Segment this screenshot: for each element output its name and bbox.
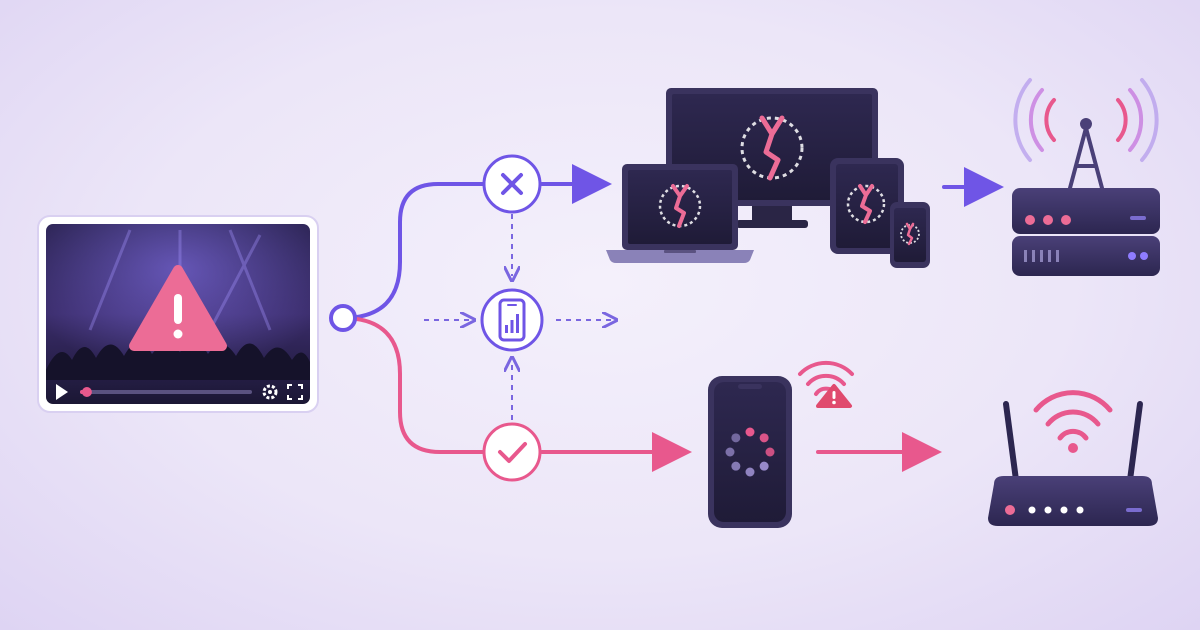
tablet-icon bbox=[830, 158, 904, 254]
success-node bbox=[482, 422, 542, 482]
wifi-icon bbox=[1033, 390, 1113, 453]
broken-spinner-icon bbox=[900, 222, 920, 246]
warning-icon bbox=[129, 265, 227, 351]
progress-handle[interactable] bbox=[81, 387, 92, 397]
desktop-devices bbox=[606, 88, 930, 268]
origin-node bbox=[329, 304, 357, 332]
broken-spinner-icon bbox=[740, 115, 804, 181]
mobile-node bbox=[480, 288, 544, 352]
spinner-dot bbox=[745, 427, 755, 437]
spinner-dot bbox=[731, 433, 741, 443]
play-icon[interactable] bbox=[56, 384, 68, 400]
gear-icon[interactable] bbox=[262, 384, 278, 400]
broken-spinner-icon bbox=[658, 184, 702, 228]
fullscreen-icon[interactable] bbox=[287, 384, 303, 400]
wifi-warning-icon bbox=[798, 360, 854, 408]
spinner-dot bbox=[731, 461, 741, 471]
spinner-dot bbox=[759, 461, 769, 471]
close-icon bbox=[501, 173, 523, 195]
check-icon bbox=[498, 442, 527, 463]
mobile-phone bbox=[708, 376, 792, 528]
spinner-dot bbox=[745, 467, 755, 477]
progress-track[interactable] bbox=[80, 390, 252, 394]
broken-spinner-icon bbox=[846, 184, 886, 224]
router-icon bbox=[988, 401, 1158, 526]
spinner-dot bbox=[725, 447, 735, 457]
router bbox=[988, 390, 1158, 526]
phone-signal-icon bbox=[498, 298, 526, 342]
spinner-dot bbox=[759, 433, 769, 443]
server-icon bbox=[1012, 188, 1160, 276]
spinner-dot bbox=[765, 447, 775, 457]
fail-node bbox=[482, 154, 542, 214]
broadcast-server bbox=[1012, 78, 1160, 276]
video-player bbox=[37, 215, 319, 413]
phone-icon bbox=[890, 202, 930, 268]
laptop-icon bbox=[606, 164, 754, 263]
loading-spinner-icon bbox=[725, 427, 775, 477]
flow-lines bbox=[329, 164, 1004, 472]
antenna-icon bbox=[1013, 78, 1159, 190]
